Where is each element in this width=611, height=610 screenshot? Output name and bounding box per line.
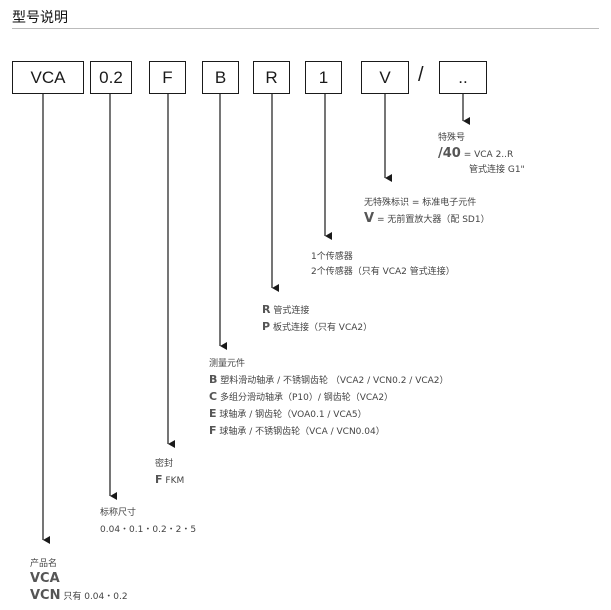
special-heading: 特殊号 (438, 133, 466, 143)
code-box-electronics: V (361, 61, 409, 94)
sensors-line1: 1个传感器 (311, 252, 353, 262)
measuring-item-text: 球轴承 / 不锈钢齿轮（VCA / VCN0.04） (219, 427, 385, 437)
code-box-connection: R (253, 61, 290, 94)
measuring-group: 测量元件 B 塑料滑动轴承 / 不锈钢齿轮 （VCA2 / VCN0.2 / V… (209, 357, 449, 440)
seal-code: F (155, 473, 163, 486)
product-code-vca: VCA (30, 571, 60, 586)
measuring-item: F 球轴承 / 不锈钢齿轮（VCA / VCN0.04） (209, 423, 449, 440)
product-group: 产品名 VCA VCN 只有 0.04・0.2 (30, 557, 128, 605)
code-box-size: 0.2 (90, 61, 132, 94)
measuring-item-code: B (209, 373, 218, 386)
size-group: 标称尺寸 0.04・0.1・0.2・2・5 (100, 506, 196, 538)
product-note: 只有 0.04・0.2 (63, 592, 128, 602)
connection-group: R 管式连接 P 板式连接（只有 VCA2） (262, 302, 372, 336)
special-line1: = VCA 2..R (463, 150, 514, 160)
electronics-code: V (364, 211, 375, 226)
measuring-item-text: 多组分滑动轴承（P10）/ 钢齿轮（VCA2） (219, 393, 394, 403)
sensors-group: 1个传感器 2个传感器（只有 VCA2 管式连接） (311, 250, 455, 280)
code-box-product: VCA (12, 61, 84, 94)
size-heading: 标称尺寸 (100, 508, 137, 518)
measuring-item-code: E (209, 407, 217, 420)
title-divider (12, 28, 599, 29)
measuring-heading: 测量元件 (209, 359, 246, 369)
measuring-item-text: 球轴承 / 钢齿轮（VOA0.1 / VCA5） (219, 410, 367, 420)
special-line2: 管式连接 G1" (469, 165, 525, 175)
seal-group: 密封 F FKM (155, 457, 184, 489)
measuring-item: B 塑料滑动轴承 / 不锈钢齿轮 （VCA2 / VCN0.2 / VCA2） (209, 372, 449, 389)
code-box-measuring: B (202, 61, 239, 94)
electronics-line1: 无特殊标识 = 标准电子元件 (364, 198, 477, 208)
special-code: /40 (438, 146, 461, 161)
code-box-special: .. (439, 61, 487, 94)
code-box-seal: F (149, 61, 186, 94)
product-heading: 产品名 (30, 559, 58, 569)
measuring-item-text: 塑料滑动轴承 / 不锈钢齿轮 （VCA2 / VCN0.2 / VCA2） (220, 376, 449, 386)
measuring-item: E 球轴承 / 钢齿轮（VOA0.1 / VCA5） (209, 406, 449, 423)
connection-r-text: 管式连接 (273, 306, 310, 316)
seal-text: FKM (165, 476, 185, 486)
measuring-item-code: F (209, 424, 217, 437)
page-title: 型号说明 (12, 10, 68, 26)
product-code-vcn: VCN (30, 588, 61, 603)
connection-r-code: R (262, 303, 271, 316)
seal-heading: 密封 (155, 459, 174, 469)
measuring-item: C 多组分滑动轴承（P10）/ 钢齿轮（VCA2） (209, 389, 449, 406)
code-box-sensors: 1 (305, 61, 342, 94)
sensors-line2: 2个传感器（只有 VCA2 管式连接） (311, 267, 455, 277)
connection-p-code: P (262, 320, 271, 333)
electronics-group: 无特殊标识 = 标准电子元件 V = 无前置放大器（配 SD1） (364, 196, 490, 228)
connection-p-text: 板式连接（只有 VCA2） (272, 323, 373, 333)
special-group: 特殊号 /40 = VCA 2..R 管式连接 G1" (438, 131, 525, 178)
size-values: 0.04・0.1・0.2・2・5 (100, 525, 197, 535)
separator-slash: / (418, 64, 424, 86)
measuring-item-code: C (209, 390, 218, 403)
electronics-line2: = 无前置放大器（配 SD1） (376, 215, 490, 225)
